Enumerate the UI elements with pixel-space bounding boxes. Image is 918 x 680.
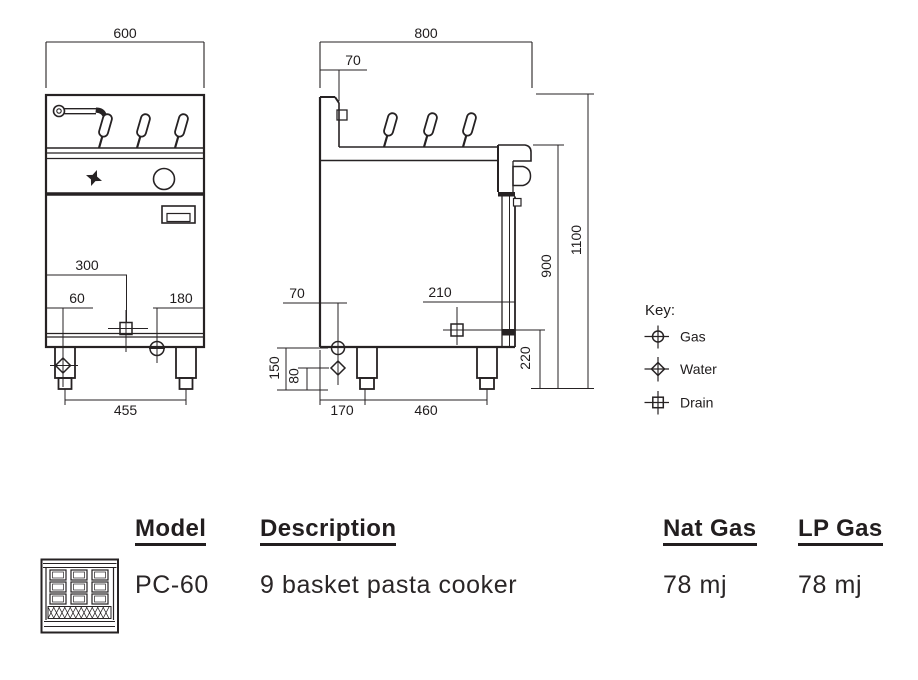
- dim-water-height: 80: [286, 367, 329, 390]
- front-body-outline: [44, 93, 206, 349]
- product-thumbnail-icon: [40, 558, 119, 634]
- column-header-lp-gas: LP Gas: [798, 516, 883, 547]
- handle-icon: [462, 112, 477, 137]
- legend-water-label: Water: [680, 361, 717, 377]
- column-header-nat-gas: Nat Gas: [663, 516, 757, 547]
- front-gas-symbol: [149, 308, 165, 363]
- legend-gas-symbol: [644, 325, 669, 349]
- faucet: [52, 104, 108, 122]
- dim-label: 455: [114, 402, 138, 418]
- dim-front-width: 600: [45, 25, 205, 88]
- dim-total-height: 1100: [536, 93, 594, 389]
- dim-side-drain-offset: 210: [423, 284, 515, 303]
- side-basket-handles: [382, 112, 477, 148]
- front-horizontal-panels: [46, 147, 204, 338]
- front-drain-symbol: [108, 310, 148, 352]
- dim-label: 1100: [568, 225, 584, 255]
- legend-drain-label: Drain: [680, 395, 713, 411]
- dim-label: 220: [517, 346, 533, 370]
- handle-icon: [174, 113, 189, 138]
- front-basket-handles: [97, 113, 189, 149]
- dim-drain-height: 220: [517, 330, 594, 389]
- dim-label: 70: [345, 52, 361, 68]
- cell-nat-gas: 78 mj: [663, 571, 728, 599]
- legend-gas-label: Gas: [680, 329, 706, 345]
- legend: Key: Gas Water Drain: [644, 302, 717, 415]
- handle-icon: [98, 113, 113, 138]
- side-drain-symbol: [443, 307, 545, 345]
- pilot-star-icon: [86, 170, 102, 186]
- dim-label: 900: [538, 254, 554, 278]
- dim-front-gas: 180: [153, 290, 204, 309]
- side-gas-water-symbols: [329, 303, 347, 385]
- front-legs: [54, 346, 197, 390]
- dim-body-height: 900: [533, 144, 564, 389]
- cell-lp-gas: 78 mj: [798, 571, 863, 599]
- control-knob-icon: [152, 167, 176, 191]
- panel-band: [498, 192, 515, 197]
- dim-label: 180: [169, 290, 193, 306]
- legend-water-symbol: [644, 357, 669, 382]
- cell-model: PC-60: [135, 571, 209, 599]
- side-legs: [356, 346, 498, 390]
- side-knob-icon: [512, 165, 532, 187]
- door-latch: [512, 197, 522, 207]
- dim-front-drain: 300: [46, 257, 127, 322]
- dim-label: 210: [428, 284, 452, 300]
- dim-splashback-depth: 70: [320, 52, 367, 101]
- front-water-symbol: [50, 308, 78, 387]
- dim-label: 80: [286, 368, 302, 384]
- hatch-lines: [47, 606, 110, 619]
- basket-grid: [49, 569, 109, 605]
- column-header-description: Description: [260, 516, 397, 547]
- control-panel-cap: [498, 144, 532, 162]
- legend-drain-symbol: [644, 391, 669, 415]
- drain-outlet: [502, 329, 515, 336]
- dim-label: 300: [75, 257, 99, 273]
- dim-front-leg-span: 455: [64, 389, 187, 418]
- dim-side-legs: 170 460: [319, 350, 488, 418]
- basket-grid-inner: [52, 571, 106, 603]
- dim-label: 70: [289, 285, 305, 301]
- handle-icon: [383, 112, 398, 137]
- dim-connection-offset: 70: [283, 285, 347, 304]
- front-view: 600 300 60 180 455: [44, 25, 206, 418]
- dim-label: 460: [414, 402, 438, 418]
- dim-label: 150: [266, 356, 282, 380]
- dim-label: 60: [69, 290, 85, 306]
- splashback-bracket: [336, 109, 348, 121]
- dim-label: 170: [330, 402, 354, 418]
- front-drawer: [161, 205, 196, 224]
- cell-description: 9 basket pasta cooker: [260, 571, 518, 599]
- handle-icon: [423, 112, 438, 137]
- dim-label: 800: [414, 25, 438, 41]
- dim-label: 600: [113, 25, 137, 41]
- column-header-model: Model: [135, 516, 207, 547]
- side-view: 800 70 1100 900 220 70 210: [266, 25, 594, 418]
- dim-side-depth: 800: [319, 25, 533, 88]
- legend-title: Key:: [645, 302, 675, 319]
- handle-icon: [136, 113, 151, 138]
- dim-front-water: 60: [46, 290, 93, 309]
